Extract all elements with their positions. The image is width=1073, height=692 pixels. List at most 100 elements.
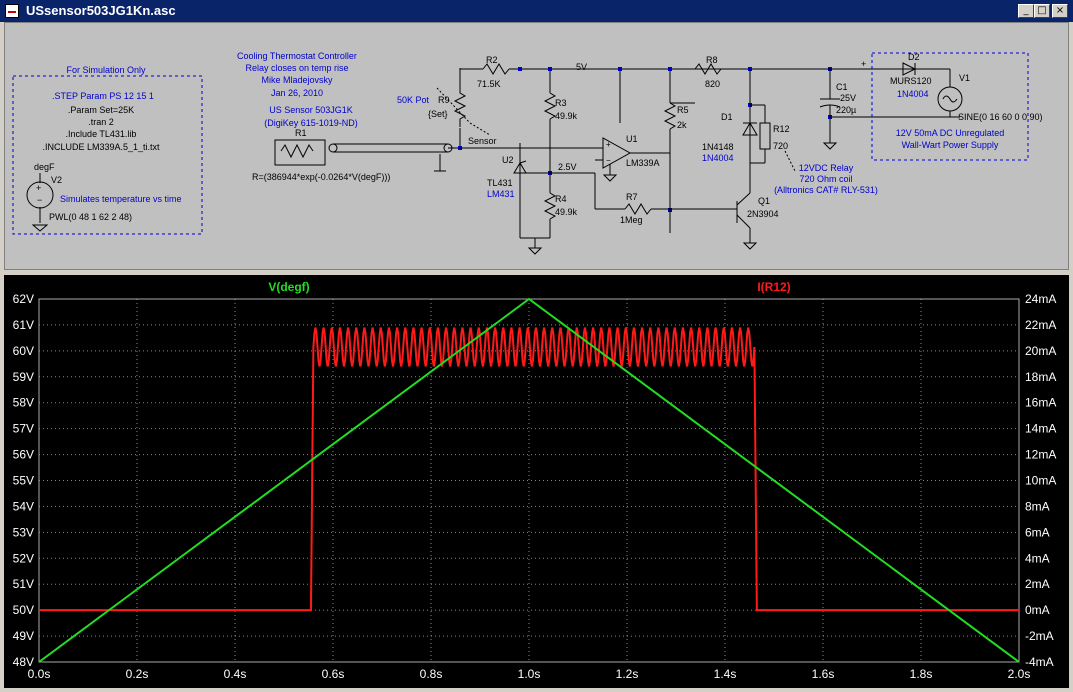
r12-value[interactable]: 720: [773, 141, 788, 151]
y-axis-right[interactable]: -4mA-2mA0mA2mA4mA6mA8mA10mA12mA14mA16mA1…: [1025, 292, 1056, 669]
pane-splitter[interactable]: [0, 270, 1073, 274]
potentiometer-r9[interactable]: [436, 68, 491, 148]
r3-value[interactable]: 49.9k: [555, 111, 578, 121]
y-tick-label-right: 22mA: [1025, 318, 1056, 332]
c1-name: C1: [836, 82, 848, 92]
u2-part: TL431: [487, 178, 513, 188]
y-tick-label-left: 48V: [13, 655, 34, 669]
x-tick-label: 0.4s: [224, 667, 247, 681]
relay-driver[interactable]: [730, 69, 796, 250]
close-button[interactable]: ×: [1052, 4, 1068, 18]
x-tick-label: 1.8s: [910, 667, 933, 681]
resistor-r8[interactable]: [694, 63, 722, 75]
y-tick-label-right: 4mA: [1025, 551, 1050, 565]
r5-value[interactable]: 2k: [677, 120, 687, 130]
r7-value[interactable]: 1Meg: [620, 215, 643, 225]
supply-circuit[interactable]: [902, 62, 963, 117]
header-line: Cooling Thermostat Controller: [237, 51, 357, 61]
y-axis-left[interactable]: 48V49V50V51V52V53V54V55V56V57V58V59V60V6…: [13, 292, 34, 669]
sim-directive[interactable]: .Param Set=25K: [68, 105, 134, 115]
x-tick-label: 0.0s: [28, 667, 51, 681]
x-tick-label: 0.8s: [420, 667, 443, 681]
comparator-u1[interactable]: [460, 137, 730, 215]
series-line-v-degf[interactable]: [38, 297, 1020, 663]
v2-name: V2: [51, 175, 62, 185]
simulation-box: [12, 75, 203, 235]
y-tick-label-right: 0mA: [1025, 603, 1050, 617]
source-v2[interactable]: +−: [26, 173, 54, 232]
sim-directive[interactable]: .INCLUDE LM339A.5_1_ti.txt: [42, 142, 160, 152]
minimize-button[interactable]: _: [1018, 4, 1034, 18]
header-line: Mike Mladejovsky: [261, 75, 333, 85]
svg-text:+: +: [36, 183, 41, 193]
c1-voltage[interactable]: 25V: [840, 93, 856, 103]
chart-legend[interactable]: V(degf) I(R12): [268, 280, 790, 294]
v1-name: V1: [959, 73, 970, 83]
resistor-r5[interactable]: [663, 102, 677, 233]
y-tick-label-left: 59V: [13, 370, 34, 384]
supply-box: [871, 52, 1029, 161]
u1-part: LM339A: [626, 158, 660, 168]
schematic-pane[interactable]: For Simulation Only .STEP Param PS 12 15…: [4, 22, 1069, 270]
y-tick-label-left: 57V: [13, 422, 34, 436]
x-tick-label: 1.4s: [714, 667, 737, 681]
r2-value[interactable]: 71.5K: [477, 79, 501, 89]
y-tick-label-left: 60V: [13, 344, 34, 358]
v1-value[interactable]: SINE(0 16 60 0 0 90): [958, 112, 1043, 122]
d1-name: D1: [721, 112, 733, 122]
y-tick-label-right: -4mA: [1025, 655, 1054, 669]
waveform-chart[interactable]: 48V49V50V51V52V53V54V55V56V57V58V59V60V6…: [4, 275, 1069, 688]
d2-name: D2: [908, 52, 920, 62]
q1-part: 2N3904: [747, 209, 779, 219]
net-label-degf[interactable]: degF: [34, 162, 55, 172]
net-label-sensor[interactable]: Sensor: [468, 136, 497, 146]
net-label-5v[interactable]: 5V: [576, 62, 587, 72]
ltspice-schematic-icon[interactable]: [5, 4, 19, 18]
y-tick-label-right: 14mA: [1025, 422, 1056, 436]
r9-value[interactable]: {Set}: [428, 109, 448, 119]
y-tick-label-right: 12mA: [1025, 448, 1056, 462]
capacitor-c1[interactable]: [765, 68, 960, 150]
r8-value[interactable]: 820: [705, 79, 720, 89]
r4-value[interactable]: 49.9k: [555, 207, 578, 217]
divider-r3-r4[interactable]: [513, 92, 596, 255]
r1-expr[interactable]: R=(386944*exp(-0.0264*V(degF))): [252, 172, 390, 182]
v1-plus: +: [861, 59, 866, 69]
r4-name: R4: [555, 194, 567, 204]
y-tick-label-right: 6mA: [1025, 525, 1050, 539]
relay-note: 12VDC Relay: [799, 163, 854, 173]
d1-sub: 1N4004: [702, 153, 734, 163]
v2-value[interactable]: PWL(0 48 1 62 2 48): [49, 212, 132, 222]
y-tick-label-right: 24mA: [1025, 292, 1056, 306]
svg-text:−: −: [606, 156, 611, 165]
relay-note: 720 Ohm coil: [799, 174, 852, 184]
resistor-r1[interactable]: [274, 139, 460, 172]
y-tick-label-right: 16mA: [1025, 396, 1056, 410]
legend-i-r12[interactable]: I(R12): [757, 280, 790, 294]
c1-value[interactable]: 220µ: [836, 105, 856, 115]
header-line: Relay closes on temp rise: [245, 63, 348, 73]
series-line-i-r12[interactable]: [39, 327, 1019, 612]
y-tick-label-left: 53V: [13, 525, 34, 539]
sim-directive[interactable]: .tran 2: [88, 117, 114, 127]
r5-name: R5: [677, 105, 689, 115]
r8-name: R8: [706, 55, 718, 65]
window-titlebar[interactable]: USsensor503JG1Kn.asc _ □ ×: [0, 0, 1073, 22]
sim-directive[interactable]: .STEP Param PS 12 15 1: [52, 91, 154, 101]
y-tick-label-left: 52V: [13, 551, 34, 565]
chart-series: [38, 297, 1020, 663]
sensor-desc: US Sensor 503JG1K: [269, 105, 353, 115]
supply-note: 12V 50mA DC Unregulated: [896, 128, 1005, 138]
sim-directive[interactable]: .Include TL431.lib: [66, 129, 137, 139]
net-label-2v5[interactable]: 2.5V: [558, 162, 577, 172]
u1-name: U1: [626, 134, 638, 144]
y-tick-label-left: 61V: [13, 318, 34, 332]
r1-name: R1: [295, 128, 307, 138]
maximize-button[interactable]: □: [1034, 4, 1050, 18]
legend-v-degf[interactable]: V(degf): [268, 280, 309, 294]
y-tick-label-left: 50V: [13, 603, 34, 617]
u2-name: U2: [502, 155, 514, 165]
x-tick-label: 1.0s: [518, 667, 541, 681]
